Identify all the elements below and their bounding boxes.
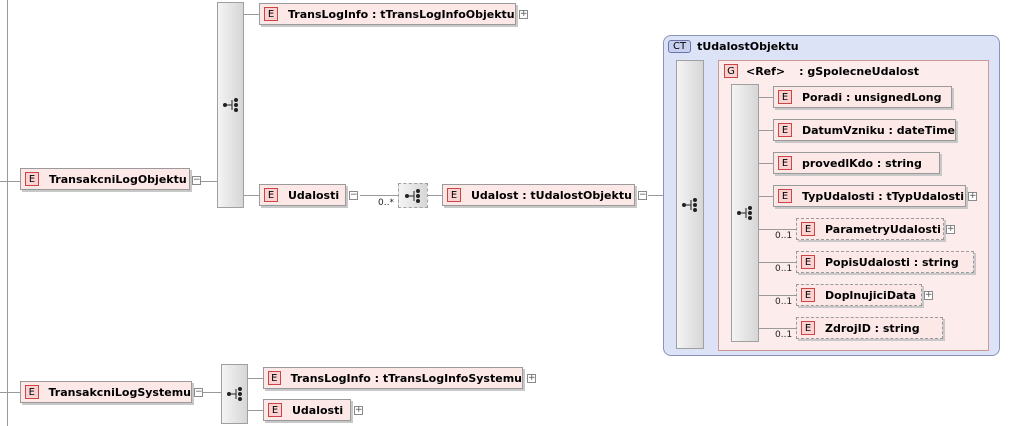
group-name: : gSpolecneUdalost	[799, 64, 920, 78]
sequence-compositor[interactable]	[398, 183, 428, 208]
element-badge: E	[801, 288, 815, 302]
element-badge: E	[778, 123, 792, 137]
connector	[759, 262, 796, 263]
element-zdroj-id[interactable]: E ZdrojID : string	[796, 317, 943, 339]
connector	[201, 181, 217, 182]
minus-icon[interactable]: −	[349, 190, 358, 200]
element-badge: E	[25, 172, 39, 186]
plus-icon[interactable]: +	[968, 191, 977, 201]
complex-type-header: CT tUdalostObjektu	[668, 40, 799, 53]
element-label: TransakcniLogObjektu	[49, 172, 187, 186]
connector	[759, 328, 796, 329]
element-transakcni-log-objektu[interactable]: E TransakcniLogObjektu	[20, 168, 190, 190]
connector	[759, 130, 773, 131]
sequence-icon	[682, 197, 697, 212]
sequence-icon	[737, 206, 752, 220]
connector	[759, 97, 773, 98]
complex-type-badge: CT	[668, 40, 692, 53]
element-label: ZdrojID : string	[825, 321, 920, 335]
sequence-compositor[interactable]	[731, 84, 759, 342]
plus-icon[interactable]: +	[946, 224, 955, 234]
element-label: ParametryUdalosti	[825, 222, 941, 236]
element-badge: E	[778, 156, 792, 170]
sequence-compositor[interactable]	[221, 364, 248, 424]
sequence-icon	[405, 188, 420, 203]
element-doplnujici-data[interactable]: E DoplnujiciData	[796, 284, 922, 306]
element-label: TransLogInfo : tTransLogInfoObjektu	[288, 7, 515, 21]
element-udalost[interactable]: E Udalost : tUdalostObjektu	[442, 184, 635, 206]
connector	[244, 195, 259, 196]
element-popis-udalosti[interactable]: E PopisUdalosti : string	[796, 251, 974, 273]
element-label: DatumVzniku : dateTime	[801, 123, 955, 137]
element-typ-udalosti[interactable]: E TypUdalosti : tTypUdalosti	[773, 185, 966, 207]
element-udalosti-systemu[interactable]: E Udalosti	[263, 399, 351, 421]
element-badge: E	[268, 403, 282, 417]
group-ref: <Ref>	[746, 64, 786, 78]
element-badge: E	[25, 385, 39, 399]
complex-type-name: tUdalostObjektu	[697, 40, 799, 53]
element-provedl-kdo[interactable]: E provedlKdo : string	[773, 152, 940, 174]
connector	[759, 295, 796, 296]
cardinality-label: 0..1	[775, 264, 793, 274]
sequence-compositor[interactable]	[676, 60, 704, 349]
cardinality-label: 0..1	[775, 330, 793, 340]
element-label: TransLogInfo : tTransLogInfoSystemu	[290, 371, 522, 385]
minus-icon[interactable]: −	[192, 175, 201, 185]
element-transakcni-log-systemu[interactable]: E TransakcniLogSystemu	[20, 381, 192, 403]
group-header: G <Ref> : gSpolecneUdalost	[724, 64, 919, 78]
element-trans-log-info-systemu[interactable]: E TransLogInfo : tTransLogInfoSystemu	[263, 367, 523, 389]
minus-icon[interactable]: −	[194, 387, 203, 397]
element-label: Udalosti	[288, 188, 340, 202]
sequence-compositor[interactable]	[217, 2, 244, 208]
cardinality-label: 0..1	[775, 297, 793, 307]
connector	[759, 196, 773, 197]
connector	[244, 14, 259, 15]
connector	[759, 163, 773, 164]
plus-icon[interactable]: +	[354, 405, 363, 415]
connector	[759, 229, 796, 230]
element-badge: E	[801, 321, 815, 335]
element-badge: E	[801, 255, 815, 269]
sequence-icon	[222, 98, 238, 112]
connector	[0, 392, 20, 393]
element-label: TypUdalosti : tTypUdalosti	[802, 189, 965, 203]
element-badge: E	[264, 188, 278, 202]
connector	[248, 410, 263, 411]
element-label: DoplnujiciData	[825, 288, 917, 302]
element-label: provedlKdo : string	[802, 156, 922, 170]
plus-icon[interactable]: +	[527, 373, 536, 383]
element-parametry-udalosti[interactable]: E ParametryUdalosti	[796, 218, 944, 240]
element-udalosti[interactable]: E Udalosti	[259, 184, 346, 206]
element-label: Udalosti	[292, 403, 344, 417]
element-badge: E	[447, 188, 461, 202]
connector	[0, 181, 20, 182]
connector	[7, 0, 8, 426]
minus-icon[interactable]: −	[638, 190, 647, 200]
connector	[428, 195, 442, 196]
element-datum-vzniku[interactable]: E DatumVzniku : dateTime	[773, 119, 956, 141]
plus-icon[interactable]: +	[519, 9, 528, 19]
connector	[248, 378, 263, 379]
connector	[648, 195, 676, 196]
element-badge: E	[778, 90, 792, 104]
sequence-icon	[226, 387, 242, 401]
element-badge: E	[264, 7, 278, 21]
connector	[360, 195, 398, 196]
element-badge: E	[268, 371, 281, 385]
element-label: Poradi : unsignedLong	[802, 90, 942, 104]
element-label: PopisUdalosti : string	[825, 255, 959, 269]
connector	[203, 392, 221, 393]
element-badge: E	[778, 189, 792, 203]
group-badge: G	[724, 64, 738, 78]
element-label: TransakcniLogSystemu	[48, 385, 191, 399]
cardinality-label: 0..*	[378, 198, 394, 208]
element-label: Udalost : tUdalostObjektu	[471, 188, 632, 202]
element-badge: E	[801, 222, 815, 236]
element-poradi[interactable]: E Poradi : unsignedLong	[773, 86, 952, 108]
element-trans-log-info-objektu[interactable]: E TransLogInfo : tTransLogInfoObjektu	[259, 3, 516, 25]
cardinality-label: 0..1	[775, 231, 793, 241]
plus-icon[interactable]: +	[924, 290, 933, 300]
